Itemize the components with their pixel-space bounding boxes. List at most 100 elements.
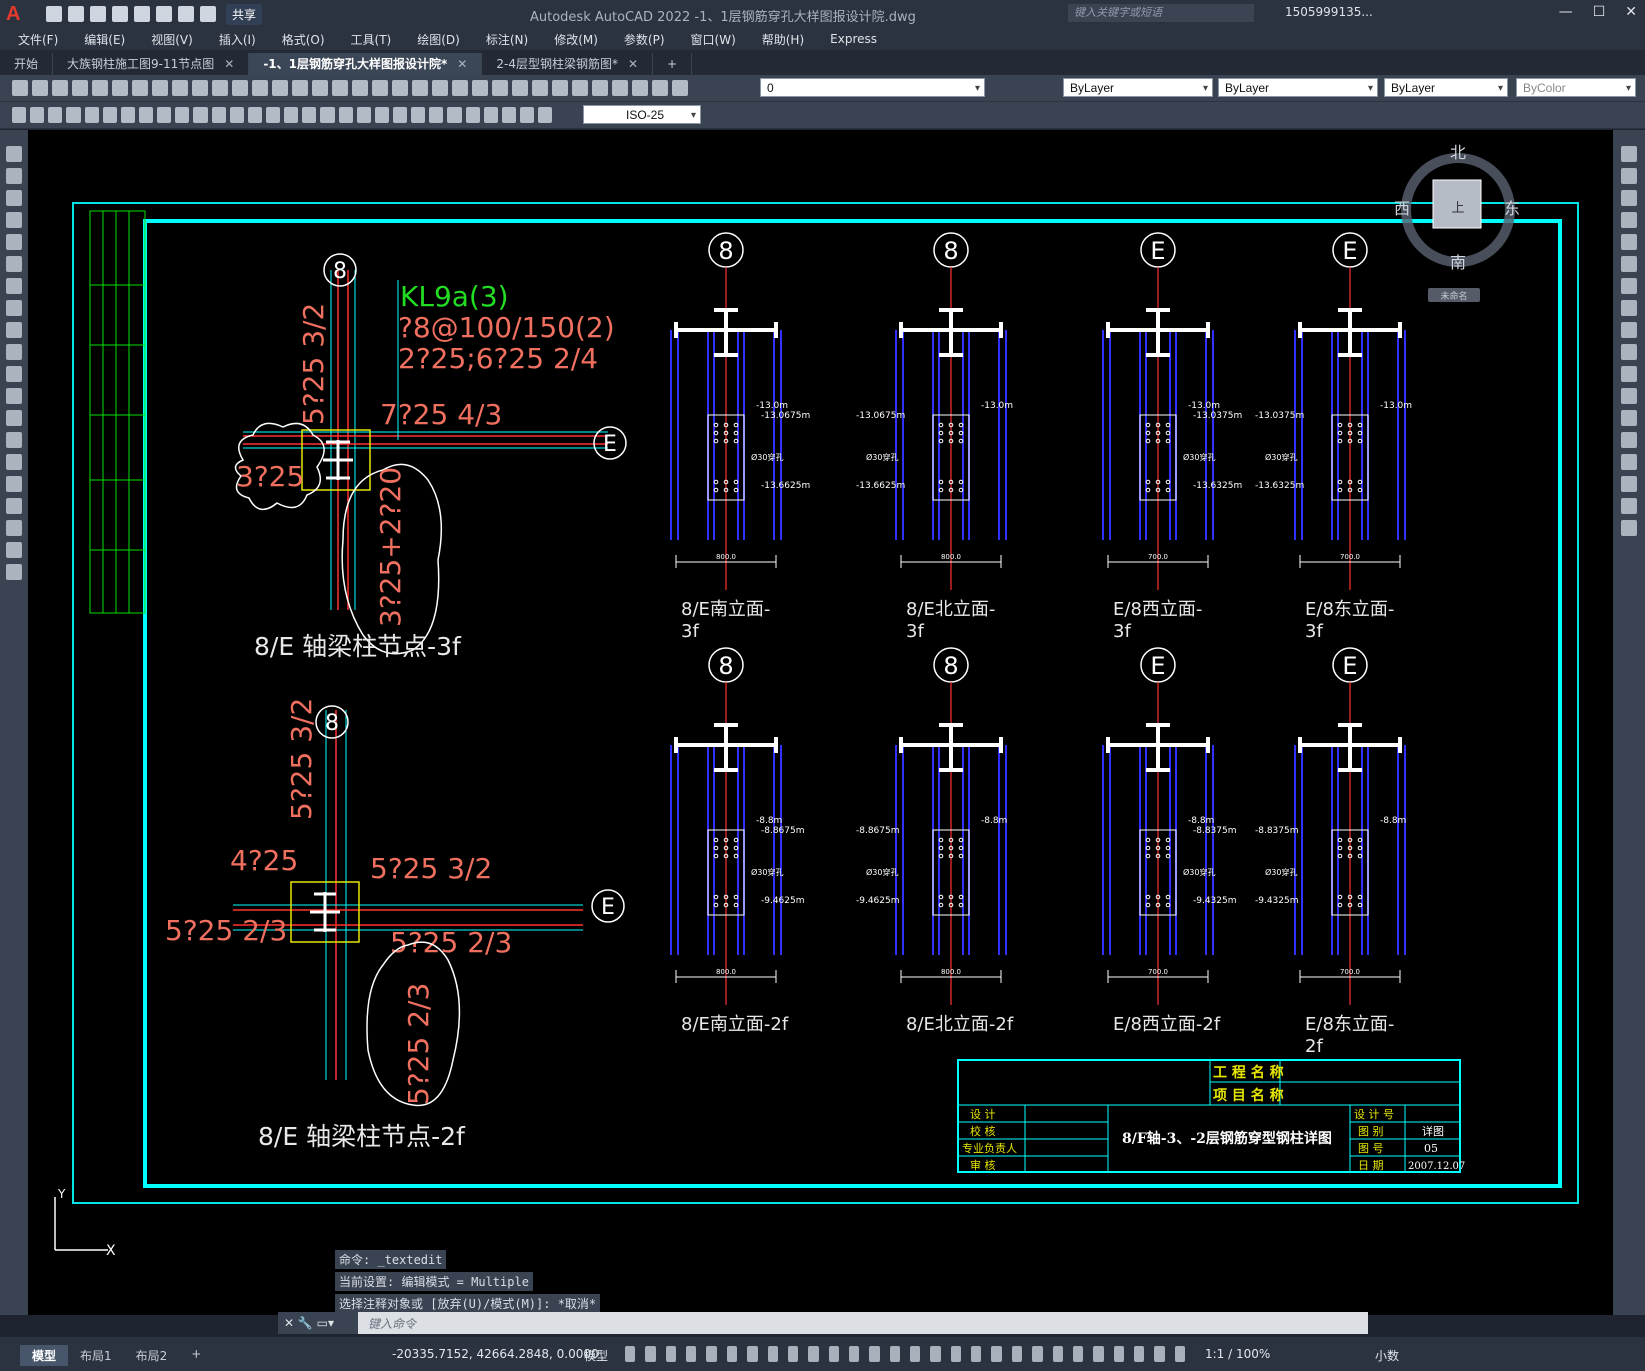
minimize-button[interactable]: — — [1558, 4, 1573, 20]
toolbar-tool-icon[interactable] — [332, 80, 348, 96]
layer-dropdown[interactable]: 0 — [760, 78, 985, 98]
modify-tool-icon[interactable] — [1621, 212, 1637, 228]
publish-icon[interactable] — [134, 6, 150, 22]
toolbar-tool-icon[interactable] — [652, 80, 668, 96]
tab-layout2[interactable]: 布局2 — [135, 1349, 168, 1363]
color-dropdown[interactable]: ByLayer — [1063, 78, 1213, 98]
modify-tool-icon[interactable] — [1621, 520, 1637, 536]
toolbar-tool-icon[interactable] — [193, 107, 208, 123]
status-toggle-icon[interactable] — [848, 1346, 860, 1362]
toolbar-tool-icon[interactable] — [132, 80, 148, 96]
tab-start[interactable]: 开始 — [0, 53, 54, 75]
status-toggle-icon[interactable] — [1072, 1346, 1084, 1362]
tab-doc-3[interactable]: 2-4层型钢柱梁钢筋图*✕ — [482, 53, 654, 75]
menu-item[interactable]: 帮助(H) — [761, 32, 805, 47]
draw-tool-icon[interactable] — [6, 256, 22, 272]
share-button[interactable]: 共享 — [226, 3, 263, 25]
tab-doc-1[interactable]: 大族钢柱施工图9-11节点图✕ — [53, 53, 250, 75]
search-input[interactable]: 键入关键字或短语 — [1068, 4, 1254, 22]
draw-tool-icon[interactable] — [6, 278, 22, 294]
toolbar-tool-icon[interactable] — [338, 107, 353, 123]
draw-tool-icon[interactable] — [6, 146, 22, 162]
open-icon[interactable] — [68, 6, 84, 22]
command-line-tools[interactable]: ✕ 🔧 ▭▾ — [278, 1312, 358, 1334]
toolbar-tool-icon[interactable] — [272, 80, 288, 96]
toolbar-tool-icon[interactable] — [138, 107, 154, 123]
toolbar-tool-icon[interactable] — [447, 107, 462, 123]
toolbar-tool-icon[interactable] — [172, 80, 188, 96]
status-toggle-icon[interactable] — [665, 1346, 677, 1362]
close-icon[interactable]: ✕ — [224, 57, 235, 71]
add-layout-button[interactable]: + — [191, 1347, 202, 1361]
status-toggle-icon[interactable] — [828, 1346, 839, 1362]
modify-tool-icon[interactable] — [1621, 256, 1637, 272]
status-toggle-icon[interactable] — [950, 1346, 962, 1362]
menu-item[interactable]: Express — [830, 32, 877, 46]
toolbar-tool-icon[interactable] — [472, 80, 488, 96]
toolbar-tool-icon[interactable] — [302, 107, 317, 123]
status-toggle-icon[interactable] — [747, 1346, 758, 1362]
toolbar-tool-icon[interactable] — [84, 107, 99, 123]
status-toggle-icon[interactable] — [1052, 1346, 1063, 1362]
toolbar-tool-icon[interactable] — [374, 107, 389, 123]
model-space-toggle[interactable]: 模型 — [584, 1349, 609, 1363]
menu-item[interactable]: 插入(I) — [218, 32, 256, 47]
status-toggle-icon[interactable] — [869, 1346, 880, 1362]
draw-tool-icon[interactable] — [6, 300, 22, 316]
linetype-dropdown[interactable]: ByLayer — [1218, 78, 1378, 98]
draw-tool-icon[interactable] — [6, 388, 22, 404]
toolbar-tool-icon[interactable] — [372, 80, 388, 96]
toolbar-tool-icon[interactable] — [102, 107, 117, 123]
draw-tool-icon[interactable] — [6, 366, 22, 382]
draw-tool-icon[interactable] — [6, 234, 22, 250]
toolbar-tool-icon[interactable] — [192, 80, 208, 96]
toolbar-tool-icon[interactable] — [320, 107, 335, 123]
menu-item[interactable]: 视图(V) — [151, 32, 193, 47]
toolbar-tool-icon[interactable] — [519, 107, 535, 123]
compass-south[interactable]: 南 — [1450, 253, 1466, 272]
menu-item[interactable]: 文件(F) — [18, 32, 59, 47]
modify-tool-icon[interactable] — [1621, 366, 1637, 382]
viewcube-face[interactable]: 上 — [1451, 201, 1464, 216]
status-toggle-icon[interactable] — [1174, 1346, 1185, 1362]
toolbar-tool-icon[interactable] — [32, 80, 48, 96]
modify-tool-icon[interactable] — [1621, 322, 1637, 338]
toolbar-tool-icon[interactable] — [12, 107, 27, 123]
draw-tool-icon[interactable] — [6, 212, 22, 228]
modify-tool-icon[interactable] — [1621, 410, 1637, 426]
modify-tool-icon[interactable] — [1621, 234, 1637, 250]
status-toggle-icon[interactable] — [767, 1346, 778, 1362]
toolbar-tool-icon[interactable] — [356, 107, 371, 123]
draw-tool-icon[interactable] — [6, 542, 22, 558]
toolbar-tool-icon[interactable] — [12, 80, 28, 96]
annotation-scale[interactable]: 1:1 / 100% — [1205, 1347, 1271, 1361]
toolbar-tool-icon[interactable] — [157, 107, 172, 123]
save-icon[interactable] — [90, 6, 106, 22]
toolbar-tool-icon[interactable] — [247, 107, 262, 123]
new-icon[interactable] — [46, 6, 62, 22]
maximize-button[interactable]: ☐ — [1592, 4, 1606, 20]
draw-tool-icon[interactable] — [6, 454, 22, 470]
menu-item[interactable]: 标注(N) — [485, 32, 529, 47]
compass-north[interactable]: 北 — [1450, 143, 1466, 162]
status-toggle-icon[interactable] — [787, 1346, 799, 1362]
menu-item[interactable]: 编辑(E) — [84, 32, 126, 47]
toolbar-tool-icon[interactable] — [232, 80, 248, 96]
viewcube[interactable]: 上 北 南 东 西 未命名 — [1394, 143, 1520, 302]
toolbar-tool-icon[interactable] — [92, 80, 108, 96]
toolbar-tool-icon[interactable] — [284, 107, 299, 123]
toolbar-tool-icon[interactable] — [411, 107, 426, 123]
modify-tool-icon[interactable] — [1621, 432, 1637, 448]
modify-tool-icon[interactable] — [1621, 300, 1637, 316]
toolbar-tool-icon[interactable] — [552, 80, 568, 96]
close-icon[interactable]: ✕ — [627, 57, 639, 71]
modify-tool-icon[interactable] — [1621, 454, 1637, 470]
undo-icon[interactable] — [178, 6, 194, 22]
redo-icon[interactable] — [200, 6, 216, 22]
status-toggle-icon[interactable] — [808, 1346, 819, 1362]
status-toggle-icon[interactable] — [1093, 1346, 1104, 1362]
toolbar-tool-icon[interactable] — [572, 80, 588, 96]
drawing-canvas[interactable]: 8 E KL9a(3) ?8@100/150(2) 2?25;6?25 2/4 … — [28, 130, 1613, 1315]
status-toggle-icon[interactable] — [930, 1346, 941, 1362]
toolbar-tool-icon[interactable] — [252, 80, 268, 96]
